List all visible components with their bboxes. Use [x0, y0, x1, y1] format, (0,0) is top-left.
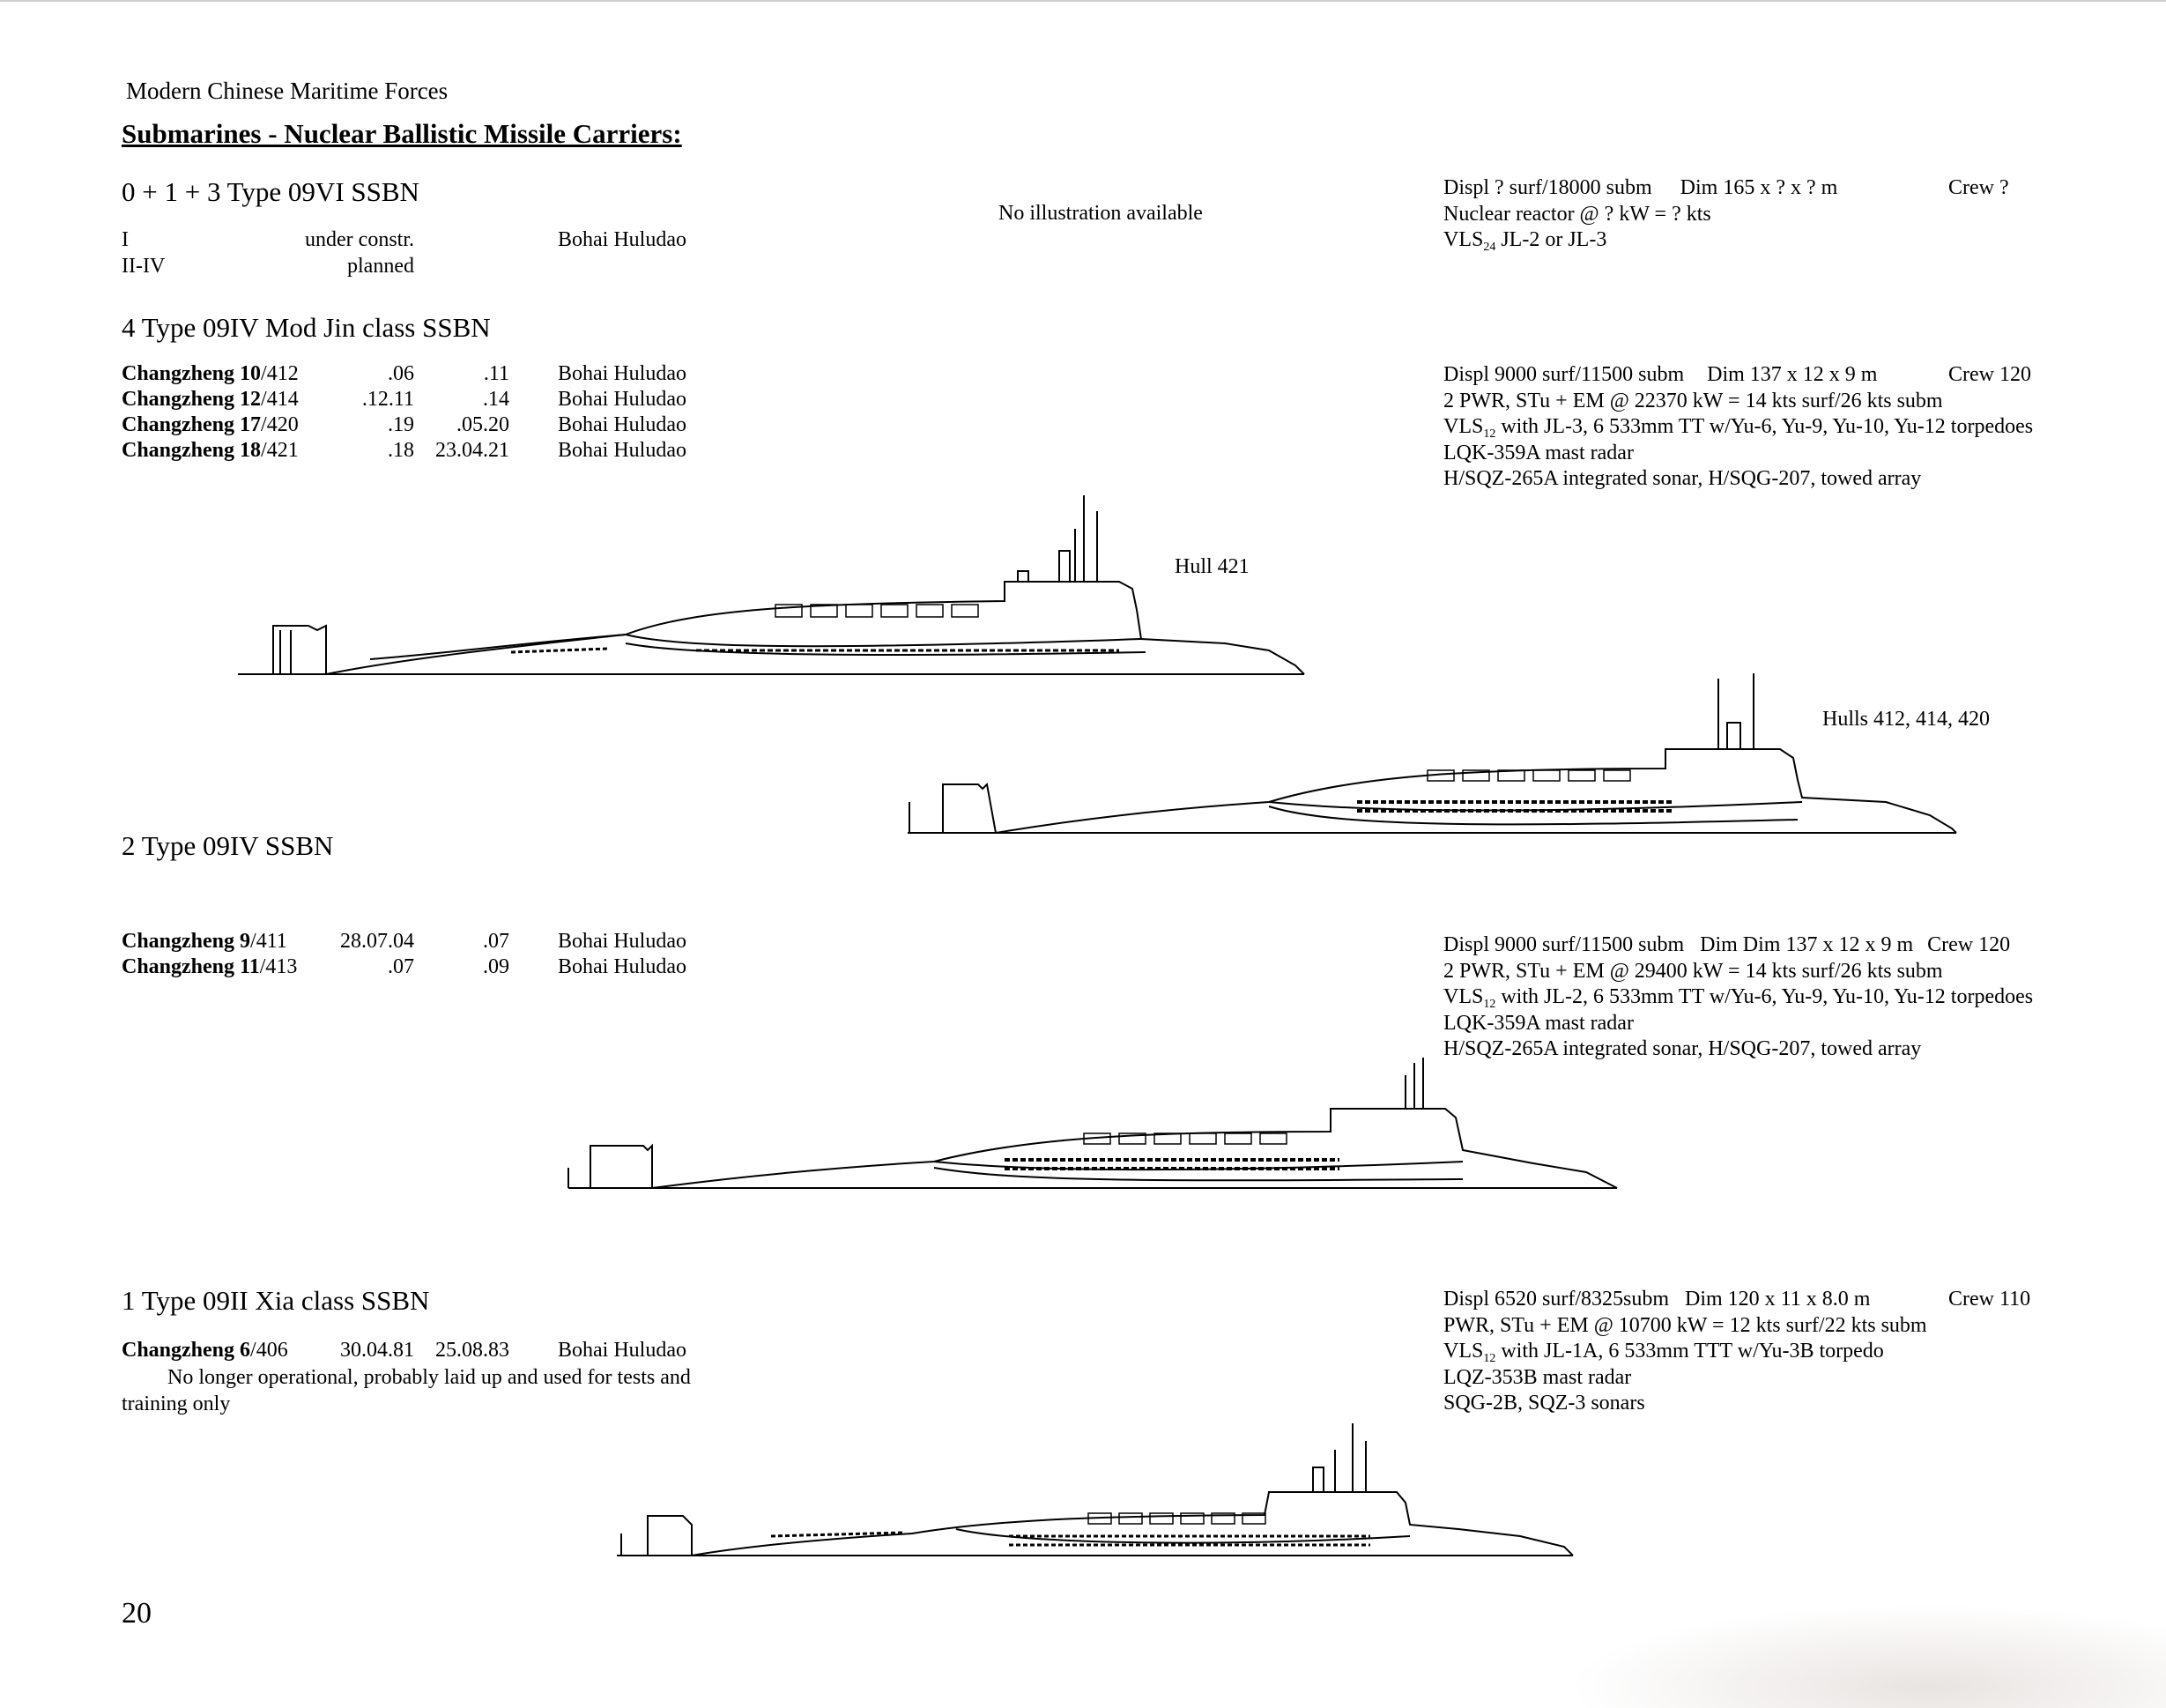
spec-crew: Crew 110 [1948, 1288, 2031, 1311]
class-heading-09iv-mod: 4 Type 09IV Mod Jin class SSBN [122, 312, 491, 343]
spec-block-09vi: Displ ? surf/18000 subm Dim 165 x ? x ? m… [1443, 175, 1837, 254]
spec-propulsion: 2 PWR, STu + EM @ 29400 kW = 14 kts surf… [1443, 959, 1943, 983]
hull-status: under constr. [305, 228, 414, 251]
hull-status: planned [347, 255, 414, 278]
spec-propulsion: 2 PWR, STu + EM @ 22370 kW = 14 kts surf… [1443, 389, 1943, 412]
page-number: 20 [122, 1597, 152, 1630]
spec-block-09iv: Displ 9000 surf/11500 subm Dim Dim 137 x … [1443, 932, 2033, 1063]
spec-block-09iv-mod: Displ 9000 surf/11500 subm Dim 137 x 12 x… [1443, 362, 2033, 493]
class-heading-09iv: 2 Type 09IV SSBN [122, 830, 334, 861]
submarine-profile-drawing [238, 495, 1305, 675]
spec-crew: Crew 120 [1927, 933, 2011, 956]
submarine-profile-drawing [908, 673, 1957, 834]
spec-sonar: H/SQZ-265A integrated sonar, H/SQG-207, … [1443, 1037, 1922, 1060]
spec-sonar: H/SQZ-265A integrated sonar, H/SQG-207, … [1443, 467, 1922, 490]
spec-radar: LQK-359A mast radar [1443, 441, 1634, 464]
no-illustration-note: No illustration available [998, 202, 1203, 225]
spec-displacement: Displ ? surf/18000 subm [1443, 176, 1652, 199]
drawing-caption: Hulls 412, 414, 420 [1822, 708, 1991, 731]
hull-name: II-IV [122, 255, 166, 278]
spec-dimensions: Dim 120 x 11 x 8.0 m [1685, 1288, 1871, 1311]
spec-dimensions: Dim 137 x 12 x 9 m [1707, 363, 1878, 386]
spec-crew: Crew 120 [1948, 363, 2031, 386]
hull-name: I [122, 228, 129, 251]
spec-displacement: Displ 9000 surf/11500 subm [1443, 933, 1685, 956]
spec-dimensions: Dim 165 x ? x ? m [1680, 176, 1838, 199]
spec-displacement: Displ 6520 surf/8325subm [1443, 1288, 1670, 1311]
spec-displacement: Displ 9000 surf/11500 subm [1443, 363, 1685, 386]
hull-builder: Bohai Huludao [558, 228, 686, 251]
spec-armament: VLS24 JL-2 or JL-3 [1443, 228, 1607, 254]
drawing-caption: Hull 421 [1175, 555, 1250, 578]
page-title: Submarines - Nuclear Ballistic Missile C… [122, 118, 682, 149]
status-note: No longer operational, probably laid up … [122, 1366, 691, 1415]
spec-armament: VLS12 with JL-3, 6 533mm TT w/Yu-6, Yu-9… [1443, 415, 2034, 441]
spec-propulsion: Nuclear reactor @ ? kW = ? kts [1443, 202, 1711, 226]
class-heading-09vi: 0 + 1 + 3 Type 09VI SSBN [122, 176, 419, 207]
spec-armament: VLS12 with JL-1A, 6 533mm TTT w/Yu-3B to… [1443, 1340, 1884, 1365]
scan-shadow [1569, 1604, 2166, 1708]
spec-armament: VLS12 with JL-2, 6 533mm TT w/Yu-6, Yu-9… [1443, 985, 2034, 1011]
spec-sonar: SQG-2B, SQZ-3 sonars [1443, 1392, 1645, 1415]
spec-dimensions: Dim Dim 137 x 12 x 9 m [1700, 933, 1914, 956]
spec-propulsion: PWR, STu + EM @ 10700 kW = 12 kts surf/2… [1443, 1313, 1927, 1337]
spec-radar: LQZ-353B mast radar [1443, 1365, 1632, 1389]
spec-radar: LQK-359A mast radar [1443, 1011, 1634, 1035]
top-border [0, 0, 2166, 2]
spec-block-09ii: Displ 6520 surf/8325subm Dim 120 x 11 x 8… [1443, 1287, 1927, 1417]
submarine-profile-drawing [617, 1423, 1574, 1556]
submarine-profile-drawing [567, 1058, 1618, 1189]
spec-crew: Crew ? [1948, 176, 2009, 199]
class-heading-09ii: 1 Type 09II Xia class SSBN [122, 1285, 430, 1316]
running-header: Modern Chinese Maritime Forces [126, 78, 449, 104]
